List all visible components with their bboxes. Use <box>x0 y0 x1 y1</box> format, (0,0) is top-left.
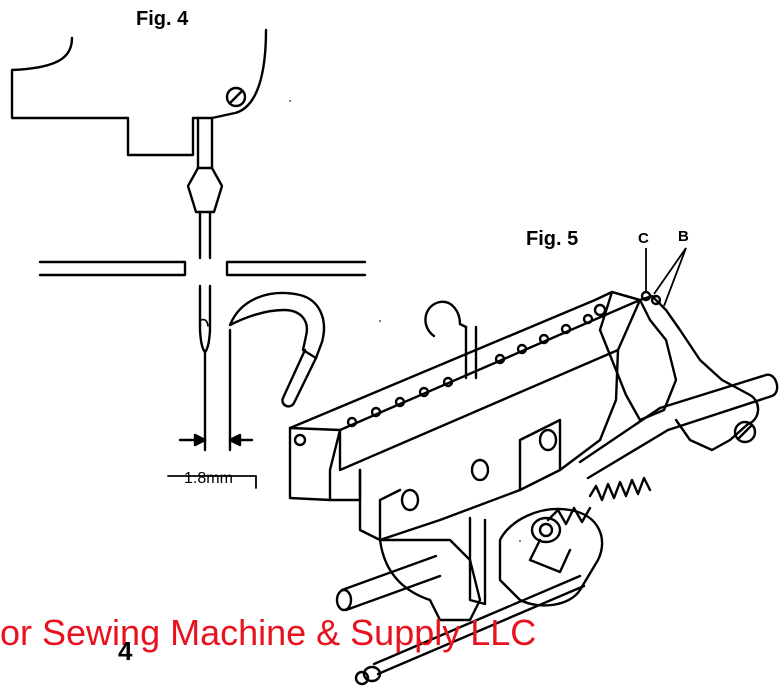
fig5-looper-hook <box>424 300 478 380</box>
fig4-needle-plate <box>38 260 367 277</box>
fig5-title: Fig. 5 <box>526 228 579 250</box>
fig5-callout-leaders <box>645 247 687 307</box>
callout-c: C <box>638 230 649 247</box>
fig4-needle-bar-housing <box>10 28 268 157</box>
fig4-dimension <box>167 328 257 489</box>
fig5-right-cam-arm <box>598 290 760 452</box>
fig5-lower-shaft <box>335 554 586 686</box>
needle-looper-gap-label: 1.8mm <box>184 470 233 487</box>
watermark-text: or Sewing Machine & Supply LLC <box>0 612 537 653</box>
fig5-lower-cam-assembly <box>378 507 604 622</box>
fig5-support-bracket <box>358 348 620 606</box>
fig5-spring <box>546 476 652 526</box>
fig5-upper-shaft <box>578 373 779 480</box>
fig5-detail-marks <box>289 100 521 542</box>
fig4-housing-screw <box>225 86 247 108</box>
page-number: 4 <box>118 636 133 666</box>
fig4-title: Fig. 4 <box>136 8 189 30</box>
callout-b: B <box>678 228 689 245</box>
fig4-looper <box>228 291 326 408</box>
